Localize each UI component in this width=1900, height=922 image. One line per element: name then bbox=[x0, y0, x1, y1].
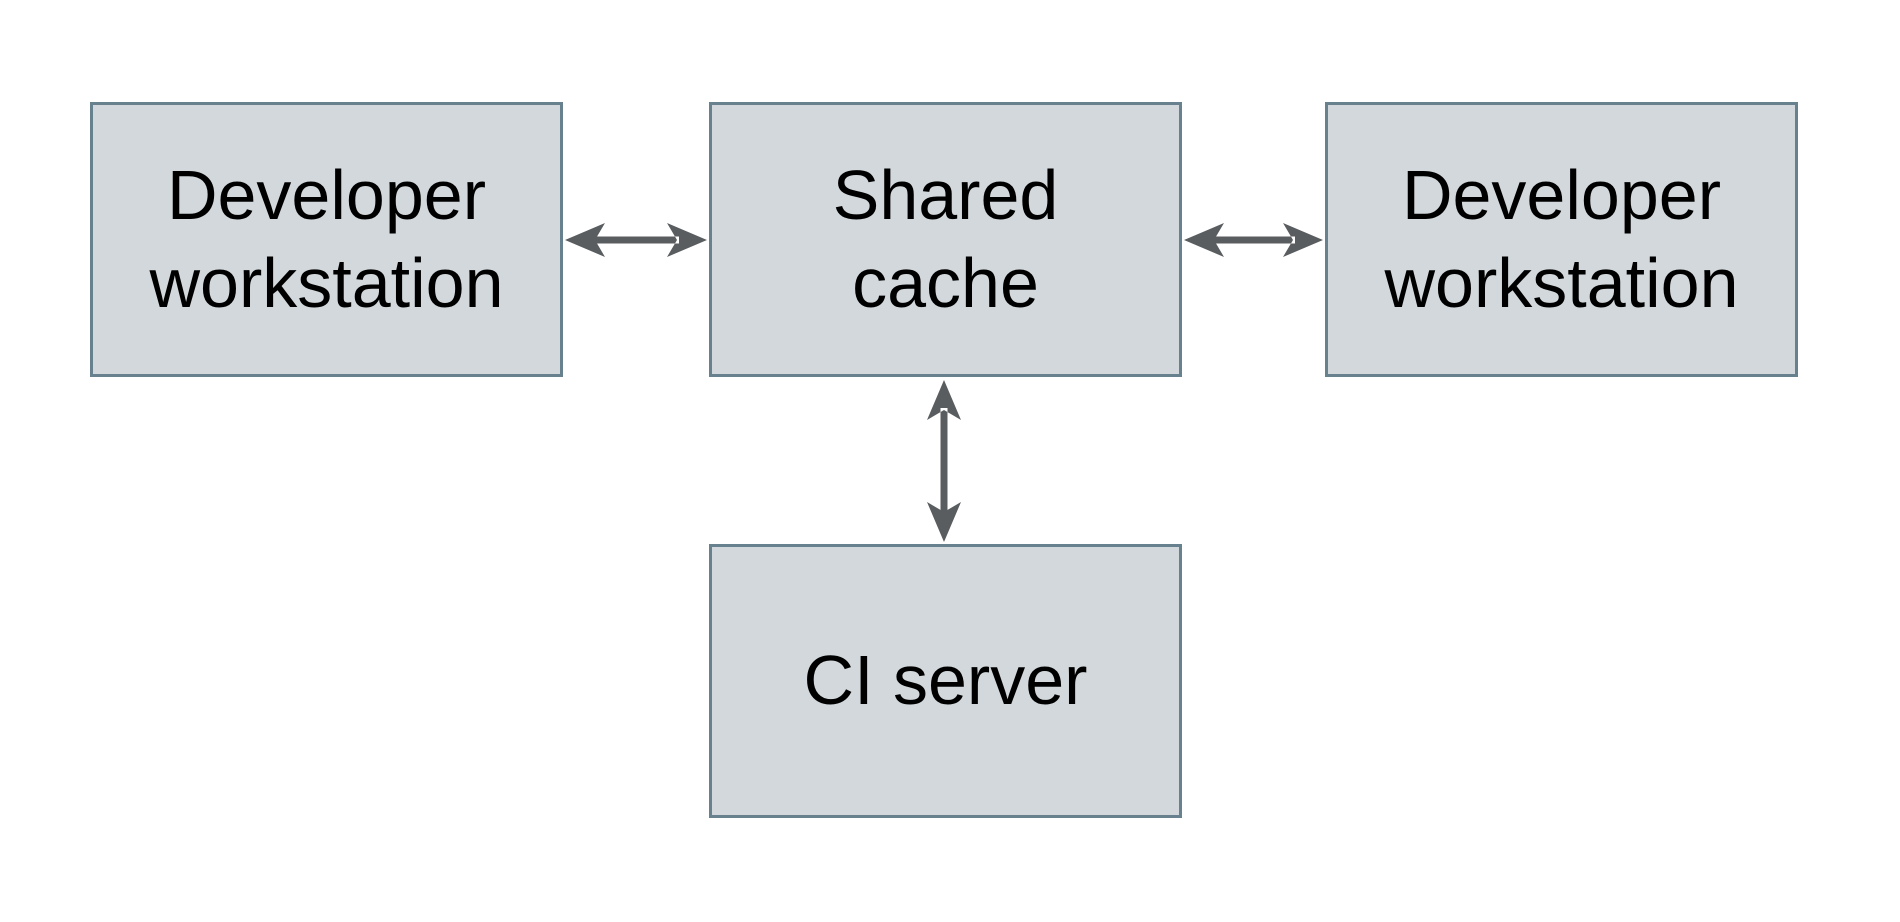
node-developer-workstation-left: Developer workstation bbox=[90, 102, 563, 377]
double-arrow-devleft-cache-icon bbox=[565, 223, 707, 257]
double-arrow-cache-devright-icon bbox=[1184, 223, 1323, 257]
node-shared-cache: Shared cache bbox=[709, 102, 1182, 377]
double-arrow-cache-ciserver-icon bbox=[927, 380, 961, 542]
node-developer-workstation-right: Developer workstation bbox=[1325, 102, 1798, 377]
node-ci-server: CI server bbox=[709, 544, 1182, 818]
node-shared-cache-label: Shared cache bbox=[832, 156, 1059, 322]
node-developer-workstation-left-label: Developer workstation bbox=[149, 156, 504, 322]
node-ci-server-label: CI server bbox=[803, 641, 1088, 720]
node-developer-workstation-right-label: Developer workstation bbox=[1384, 156, 1739, 322]
